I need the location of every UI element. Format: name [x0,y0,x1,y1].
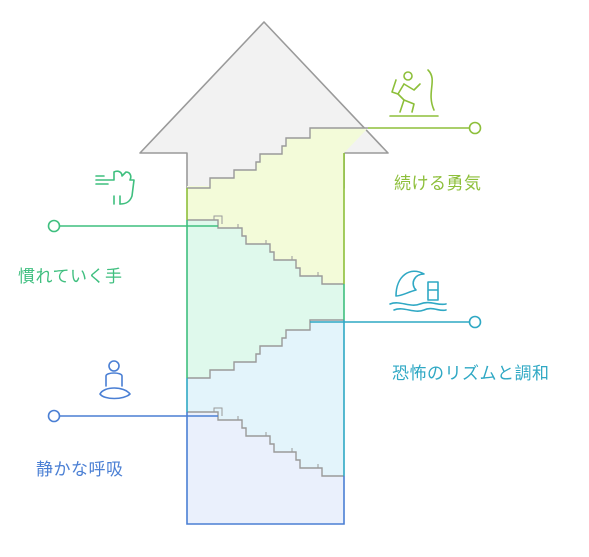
connector-courage [368,121,482,135]
label-breath: 静かな呼吸 [36,460,124,480]
shaft-outline-habit [186,220,345,378]
shaft-outline-courage [186,153,345,284]
band-courage [187,128,368,284]
meditation-icon [99,360,131,400]
connector-breath [47,409,218,423]
connector-rhythm [310,315,482,329]
label-rhythm: 恐怖のリズムと調和 [392,364,550,384]
staircase-lines [187,127,368,477]
connector-habit [47,219,218,233]
label-habit: 慣れていく手 [18,267,123,287]
wave-icon [389,270,447,312]
stairs-up-2 [187,319,344,379]
stairs-upper [187,127,368,189]
band-breath [187,412,344,524]
shaft-outline-rhythm [186,320,345,476]
shaft-outline-breath [186,412,345,525]
band-habit [187,220,344,378]
hand-icon [95,170,135,205]
label-courage: 続ける勇気 [394,174,482,194]
band-rhythm [187,320,344,476]
climber-icon [389,69,439,117]
